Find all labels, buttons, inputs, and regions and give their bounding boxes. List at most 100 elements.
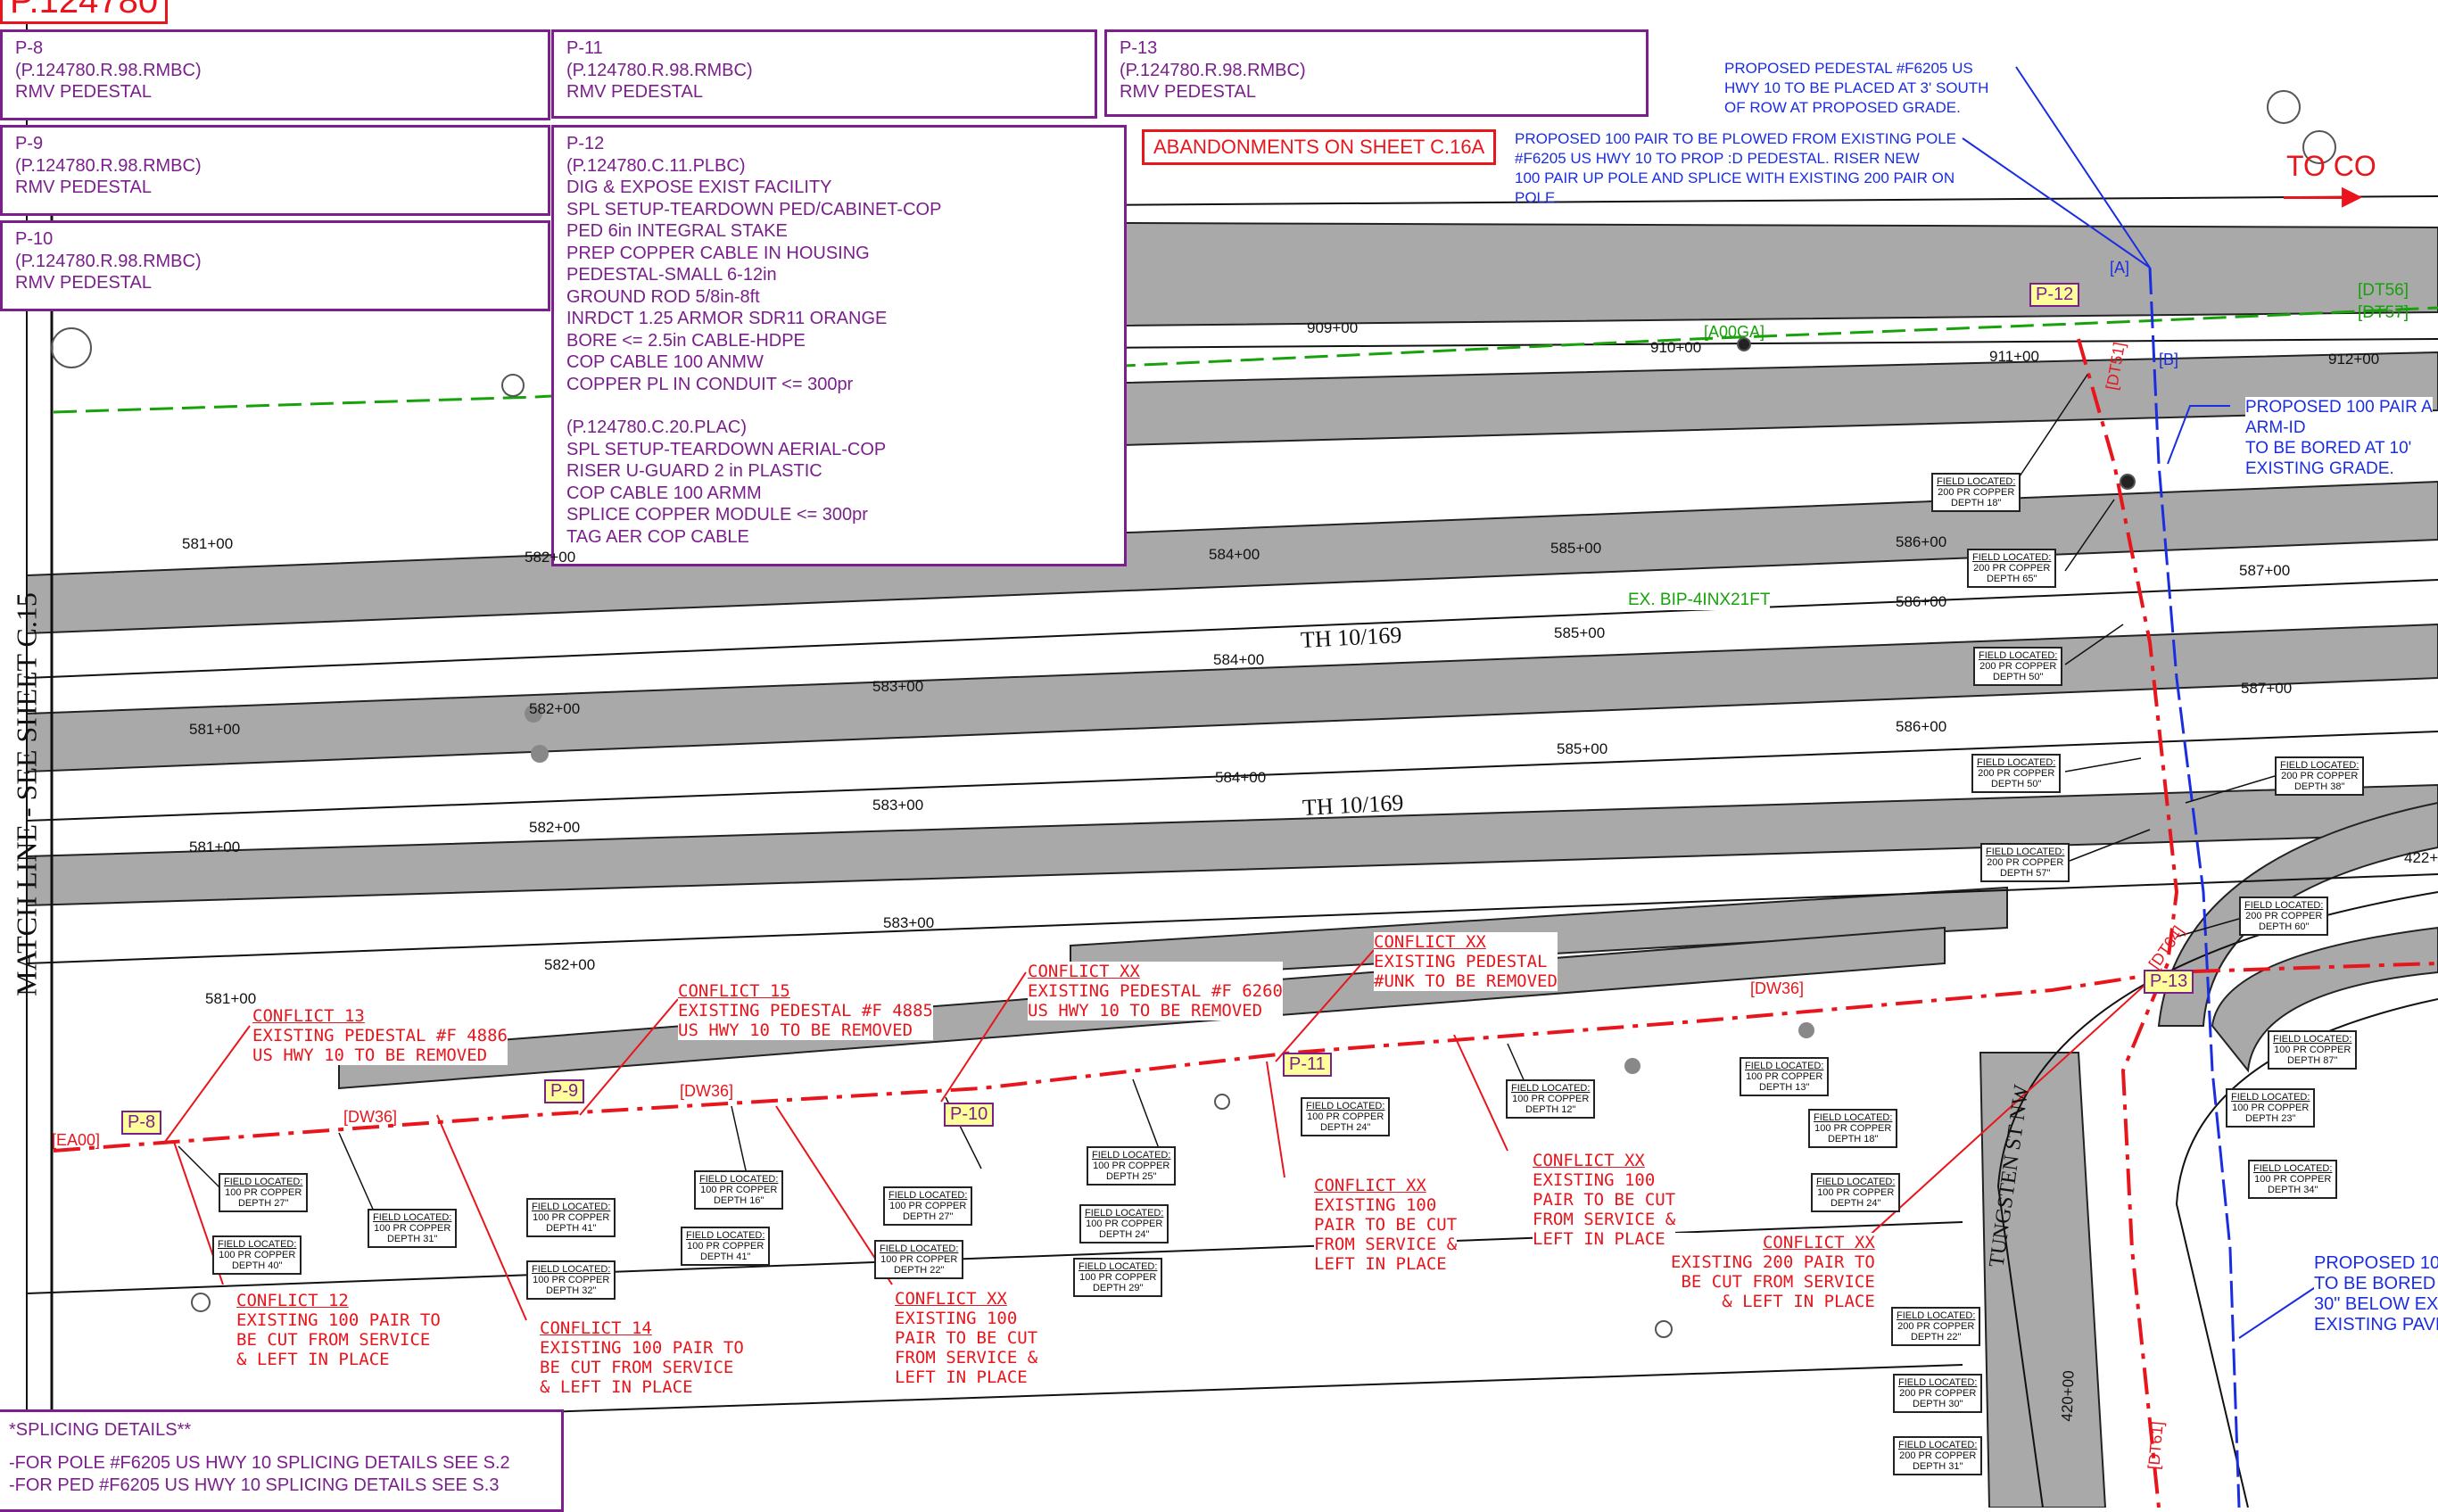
box-line: (P.124780.R.98.RMBC) (566, 60, 753, 80)
tag-p11: P-11 (1283, 1053, 1332, 1077)
red-tag: [DW36] (1750, 979, 1805, 997)
conflict-line: #UNK TO BE REMOVED (1374, 971, 1558, 991)
fl-line: 200 PR COPPER (2245, 911, 2323, 921)
conflict-line: LEFT IN PLACE (1314, 1254, 1447, 1274)
pedestal-box-p13: P-13 (P.124780.R.98.RMBC) RMV PEDESTAL (1104, 29, 1649, 117)
station-label: 581+00 (205, 990, 257, 1007)
station-label: 420+00 (2058, 1370, 2078, 1422)
fl-line: 100 PR COPPER (700, 1185, 778, 1195)
fl-line: 100 PR COPPER (1814, 1123, 1892, 1134)
box-line: PEDESTAL-SMALL 6-12in (566, 265, 777, 285)
conflict-line: EXISTING 100 PAIR TO (540, 1338, 744, 1358)
fl-line: FIELD LOCATED: (1306, 1101, 1385, 1111)
box-line: DIG & EXPOSE EXIST FACILITY (566, 178, 832, 197)
fl-line: DEPTH 41" (545, 1223, 597, 1234)
tag-p12: P-12 (2029, 283, 2080, 307)
conflict-label: CONFLICT 13 EXISTING PEDESTAL #F 4886 US… (252, 1006, 508, 1065)
fl-line: 100 PR COPPER (889, 1201, 967, 1211)
station-label: 910+00 (1650, 339, 1702, 356)
station-label: 586+00 (1896, 533, 1947, 550)
conflict-line: EXISTING PEDESTAL #F 4886 (252, 1026, 508, 1045)
conflict-label: CONFLICT XX EXISTING PEDESTAL #UNK TO BE… (1374, 932, 1558, 991)
conflict-label: CONFLICT 15 EXISTING PEDESTAL #F 4885 US… (678, 981, 933, 1040)
fl-line: 100 PR COPPER (1079, 1272, 1157, 1283)
conflict-heading: CONFLICT XX (1314, 1176, 1426, 1195)
box-line: (P.124780.R.98.RMBC) (15, 155, 202, 176)
conflict-line: LEFT IN PLACE (1533, 1229, 1665, 1249)
fl-line: 200 PR COPPER (2281, 771, 2359, 781)
fl-line: DEPTH 18" (1827, 1134, 1879, 1144)
station-label: 585+00 (1554, 624, 1606, 641)
fl-line: FIELD LOCATED: (1979, 650, 2058, 661)
splice-line: -FOR PED #F6205 US HWY 10 SPLICING DETAI… (9, 1475, 500, 1495)
station-label: 586+00 (1896, 593, 1947, 610)
conflict-line: & LEFT IN PLACE (236, 1350, 390, 1369)
to-co-arrow: ▶ (2342, 181, 2363, 211)
fl-line: DEPTH 16" (713, 1195, 764, 1206)
note-line: TO BE BORED AT 10' (2245, 439, 2412, 458)
sheet-label: P.124780 (0, 0, 169, 24)
station-label: 587+00 (2239, 562, 2291, 579)
fl-line: FIELD LOCATED: (880, 1243, 959, 1254)
splice-line: -FOR POLE #F6205 US HWY 10 SPLICING DETA… (9, 1453, 510, 1473)
box-line: P-9 (15, 134, 44, 153)
note-line: PROPOSED PEDESTAL #F6205 US (1724, 60, 1973, 77)
conflict-line: FROM SERVICE & (1314, 1235, 1458, 1254)
fl-line: DEPTH 50" (1990, 779, 2042, 789)
conflict-label: CONFLICT XX EXISTING 100 PAIR TO BE CUT … (895, 1289, 1038, 1387)
dt57-label: [DT57] (2358, 303, 2409, 322)
road-edge-lines (26, 0, 2438, 1508)
fl-line: 100 PR COPPER (1307, 1111, 1384, 1122)
fl-line: 100 PR COPPER (1817, 1187, 1895, 1198)
station-label: 582+00 (529, 819, 581, 836)
conflict-heading: CONFLICT XX (1374, 932, 1486, 952)
red-tag: [DW36] (343, 1108, 398, 1126)
fl-line: FIELD LOCATED: (532, 1202, 611, 1212)
fl-line: 200 PR COPPER (1973, 563, 2051, 574)
conflict-line: US HWY 10 TO BE REMOVED (678, 1020, 913, 1040)
station-label: 583+00 (872, 678, 924, 695)
fl-line: DEPTH 87" (2286, 1055, 2338, 1066)
fl-line: DEPTH 41" (699, 1252, 751, 1262)
proposed-plow-note: PROPOSED 100 PAIR TO BE PLOWED FROM EXIS… (1515, 129, 1956, 208)
fl-line: DEPTH 57" (1999, 868, 2051, 879)
box-line: RMV PEDESTAL (15, 178, 152, 197)
fl-line: DEPTH 25" (1105, 1171, 1157, 1182)
tag-p9: P-9 (544, 1079, 585, 1103)
fl-line: DEPTH 22" (893, 1265, 945, 1276)
fl-line: 200 PR COPPER (1938, 487, 2015, 498)
station-label: 582+00 (529, 700, 581, 717)
fl-line: FIELD LOCATED: (1972, 552, 2052, 563)
fl-line: DEPTH 24" (1098, 1229, 1150, 1240)
fl-line: 200 PR COPPER (1899, 1450, 1977, 1461)
fl-line: 100 PR COPPER (225, 1187, 302, 1198)
fl-line: DEPTH 38" (2293, 781, 2345, 792)
fl-line: 100 PR COPPER (880, 1254, 958, 1265)
fl-line: 100 PR COPPER (374, 1223, 451, 1234)
fl-line: FIELD LOCATED: (686, 1230, 765, 1241)
fl-line: FIELD LOCATED: (699, 1174, 779, 1185)
station-label: 909+00 (1307, 319, 1359, 336)
fl-line: DEPTH 24" (1830, 1198, 1881, 1209)
fl-line: DEPTH 65" (1986, 574, 2037, 584)
pedestal-box-p10: P-10 (P.124780.R.98.RMBC) RMV PEDESTAL (0, 220, 550, 311)
box-line: P-13 (1120, 38, 1158, 58)
note-line: PROPOSED 100 PAIR A (2245, 398, 2433, 417)
box-line: RMV PEDESTAL (15, 82, 152, 102)
box-line: (P.124780.C.20.PLAC) (566, 417, 747, 437)
fl-line: FIELD LOCATED: (1937, 476, 2016, 487)
box-line: SPLICE COPPER MODULE <= 300pr (566, 505, 868, 525)
box-line: RMV PEDESTAL (15, 273, 152, 293)
